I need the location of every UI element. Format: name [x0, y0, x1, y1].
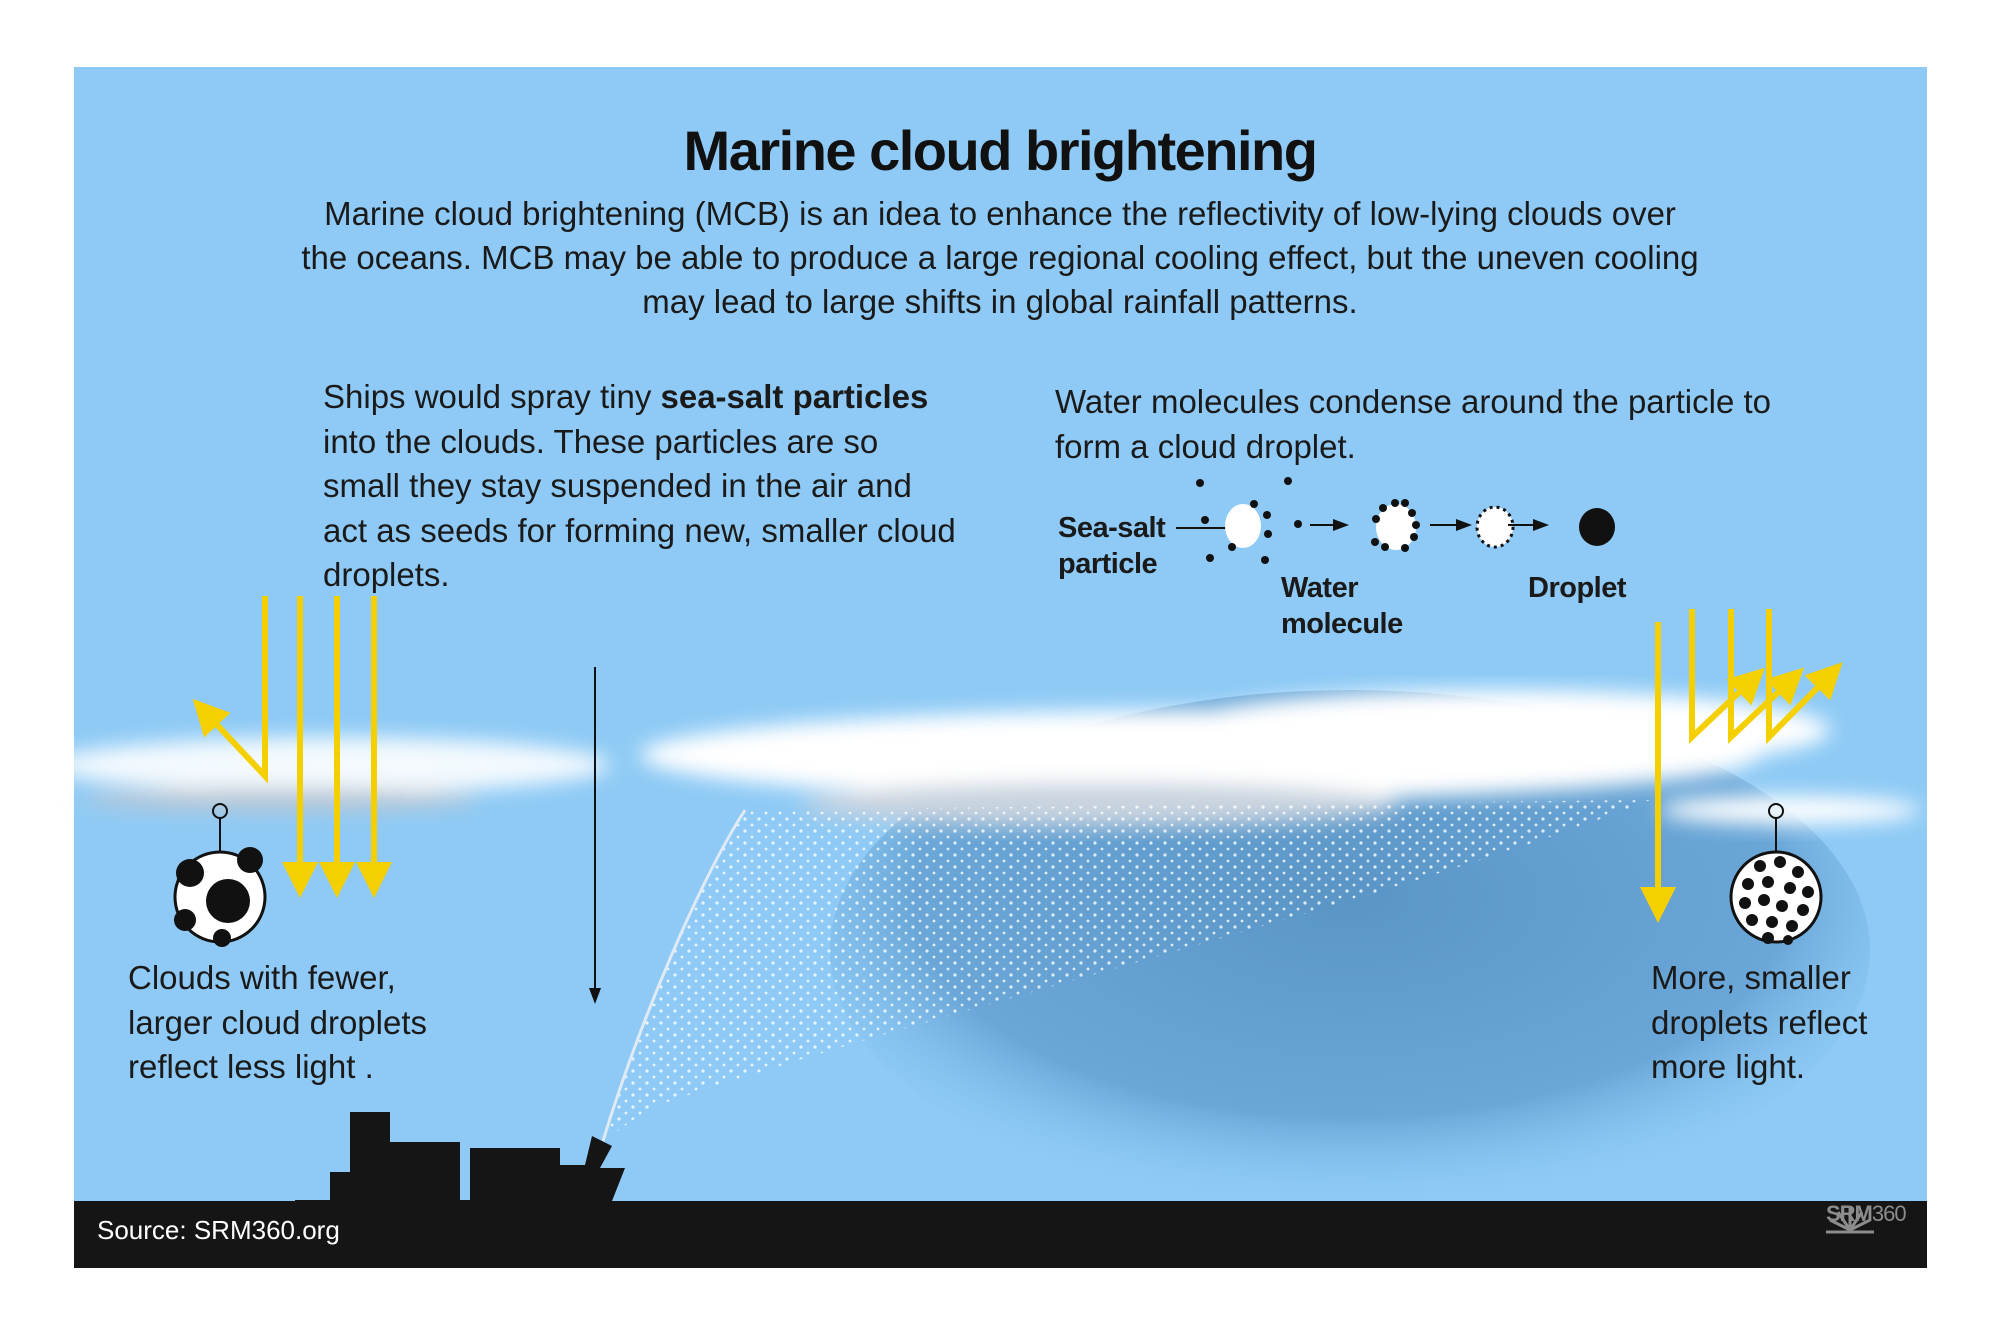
srm360-logo: SRM360: [1826, 1201, 1916, 1227]
spray-plume: [603, 800, 1650, 1141]
incoming-sunlight-left: [192, 596, 392, 898]
large-droplets-icon: [173, 803, 267, 947]
emphasis: sea-salt particles: [660, 378, 929, 415]
nearly-droplet-icon: [1475, 505, 1515, 549]
sea-salt-label: Sea-salt particle: [1058, 512, 1166, 580]
more-droplets-caption: More, smaller droplets reflect more ligh…: [1651, 959, 1868, 1085]
intro-text: Marine cloud brightening (MCB) is an ide…: [301, 195, 1699, 320]
droplet-formation-diagram: [1176, 477, 1615, 564]
growing-droplet-icon: [1376, 504, 1416, 550]
text: into the clouds. These particles are so …: [323, 422, 956, 594]
ship-spray-text: Ships would spray tiny sea-salt particle…: [323, 375, 963, 598]
footer-bar: [74, 1201, 1927, 1268]
page-title: Marine cloud brightening: [683, 119, 1318, 182]
small-droplets-icon: [1729, 803, 1823, 945]
source-credit: Source: SRM360.org: [97, 1215, 340, 1245]
text: Ships would spray tiny: [323, 378, 661, 415]
droplet-icon: [1579, 508, 1615, 546]
fewer-droplets-caption: Clouds with fewer, larger cloud droplets…: [128, 959, 427, 1085]
srm360-logo-sunburst: [1826, 1208, 1874, 1234]
logo-text: SRM: [1826, 1201, 1873, 1226]
water-molecule-label: Water molecule: [1281, 572, 1403, 640]
reflected-sunlight-right: [1640, 609, 1843, 923]
condensation-text: Water molecules condense around the part…: [1055, 383, 1772, 465]
droplet-label: Droplet: [1528, 572, 1627, 604]
logo-number: 360: [1871, 1201, 1907, 1226]
sea-salt-particle-icon: [1225, 504, 1261, 548]
ship: [295, 1112, 625, 1201]
